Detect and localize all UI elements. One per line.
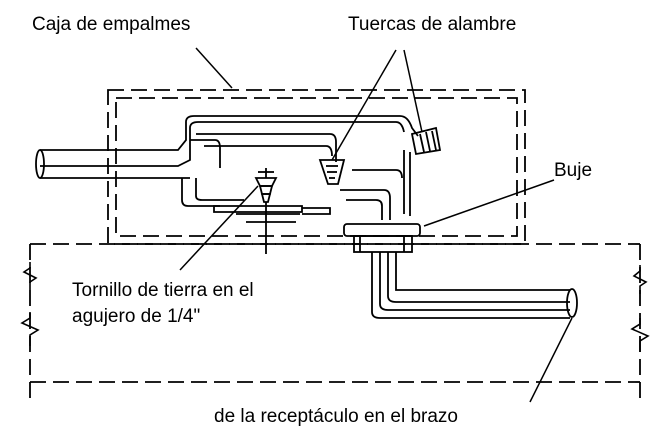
incoming-cable (35, 115, 419, 207)
bushing (343, 223, 421, 253)
break-symbols (20, 262, 650, 352)
ground-screw (254, 168, 278, 254)
label-ground-screw-line2: agujero de 1/4" (72, 306, 201, 327)
right-wire-nut (410, 126, 442, 156)
label-receptacle-arm: de la receptáculo en el brazo (214, 406, 458, 427)
leader-lines (179, 47, 573, 403)
label-wire-nuts: Tuercas de alambre (348, 14, 517, 35)
bushing-conductors (340, 150, 411, 220)
outgoing-cable (371, 252, 578, 319)
ground-strap (213, 205, 331, 223)
label-ground-screw-line1: Tornillo de tierra en el (72, 280, 254, 301)
label-bushing: Buje (554, 160, 593, 181)
label-junction-box: Caja de empalmes (32, 14, 191, 35)
center-wire-nut (318, 159, 346, 185)
junction-box-outline (107, 89, 526, 245)
